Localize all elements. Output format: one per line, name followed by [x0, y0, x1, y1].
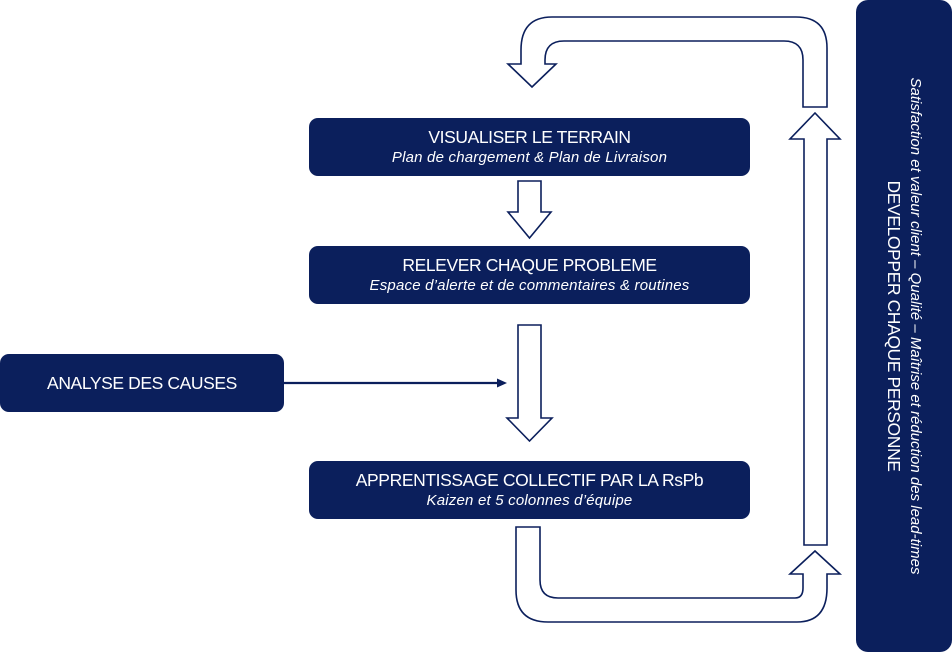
arrow-uturn-step3-to-return	[515, 526, 843, 623]
analyse-des-causes-box: ANALYSE DES CAUSES	[0, 354, 284, 412]
step-title: VISUALISER LE TERRAIN	[428, 126, 631, 147]
arrow-up-return-loop	[788, 111, 842, 546]
arrow-uturn-top-to-step1	[506, 16, 828, 108]
arrow-down-step1-to-step2	[506, 180, 553, 240]
arrow-down-step2-to-step3	[505, 324, 554, 443]
step-subtitle: Kaizen et 5 colonnes d’équipe	[426, 491, 633, 509]
banner-text: Satisfaction et valeur client – Qualité …	[883, 6, 925, 646]
step-subtitle: Espace d’alerte et de commentaires & rou…	[369, 276, 690, 294]
banner-subtitle: Satisfaction et valeur client – Qualité …	[907, 77, 924, 575]
step-title: APPRENTISSAGE COLLECTIF PAR LA RsPb	[355, 469, 704, 490]
step-visualiser-le-terrain: VISUALISER LE TERRAIN Plan de chargement…	[309, 118, 750, 176]
step-relever-chaque-probleme: RELEVER CHAQUE PROBLEME Espace d’alerte …	[309, 246, 750, 304]
developper-chaque-personne-banner: Satisfaction et valeur client – Qualité …	[856, 0, 952, 652]
arrow-head-analyse-to-flow	[497, 378, 507, 388]
banner-title: DEVELOPPER CHAQUE PERSONNE	[884, 180, 904, 472]
analyse-title: ANALYSE DES CAUSES	[47, 372, 237, 393]
step-title: RELEVER CHAQUE PROBLEME	[402, 254, 657, 275]
step-subtitle: Plan de chargement & Plan de Livraison	[391, 148, 668, 166]
step-apprentissage-collectif: APPRENTISSAGE COLLECTIF PAR LA RsPb Kaiz…	[309, 461, 750, 519]
